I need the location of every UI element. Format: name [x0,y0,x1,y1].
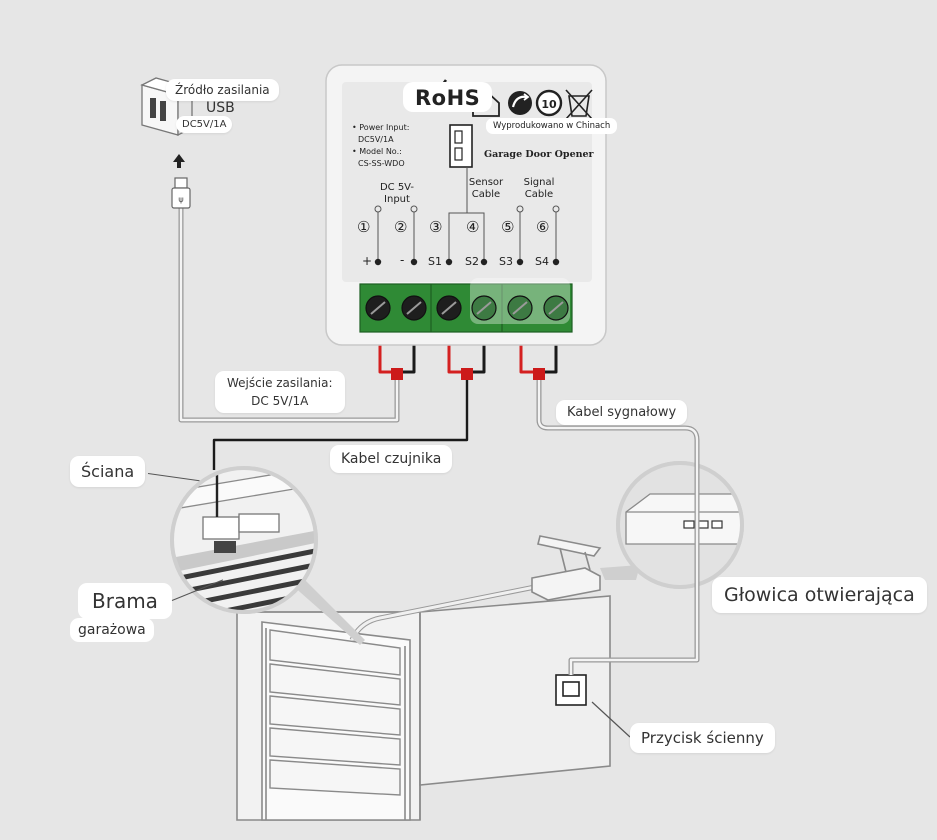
signal-cable-callout: Kabel sygnałowy [556,400,688,425]
usb-callout: USB [206,100,235,116]
terminal-label-s2: S2 [465,255,479,268]
terminal-number-3: ③ [429,218,443,236]
power-input-callout-line-2: DC 5V/1A [251,394,309,408]
terminal-number-2: ② [394,218,408,236]
terminal-label-s3: S3 [499,255,513,268]
terminal-number-1: ① [357,218,371,236]
sensor-cable-callout: Kabel czujnika [330,445,453,473]
garage-door-callout-line-1: Brama [78,583,172,619]
signal-cable-line-1: Signal [523,177,555,188]
garage-door-callout-line-2: garażowa [70,618,154,642]
usb-plug-icon: ψ [171,177,191,209]
opener-terminal-icon [683,520,723,529]
wall-button-callout: Przycisk ścienny [630,723,775,753]
rohs-text: RoHS [415,86,481,110]
terminal-block [359,278,573,333]
signal-cable-line-2: Cable [524,189,554,200]
sensor-cable-line-2: Cable [471,189,501,200]
model-value: CS-SS-WDO [358,159,405,168]
sensor-cable-line-1: Sensor [468,177,504,188]
power-wire-pair [378,333,416,380]
svg-text:10: 10 [541,98,557,111]
wall-button-leader [591,701,631,738]
sensor-wire-pair [447,333,486,380]
usb-spec-callout: DC5V/1A [176,116,233,133]
terminal-screw-slot-3 [441,301,457,315]
rohs-mark: RoHS [403,82,493,112]
controller-module: 10 [325,64,607,346]
signal-cable-label: Signal Cable [520,177,558,201]
terminal-number-5: ⑤ [501,218,515,236]
power-input-callout: Wejście zasilania: DC 5V/1A [215,371,345,413]
product-name: Garage Door Opener [484,149,594,160]
wall-callout: Ściana [70,456,146,487]
eco-10-icon: 10 [535,89,563,117]
opener-head-magnifier [600,461,744,589]
terminal-screw-slot-2 [406,301,422,315]
model-label: • Model No.: [352,147,402,156]
signal-wire-pair [519,333,558,380]
dc-input-line-2: Input [384,194,410,205]
door-sensor-icon [202,516,240,540]
made-in-badge: Wyprodukowano w Chinach [486,118,618,134]
terminal-screws [365,295,569,321]
terminal-screw-slot-6 [548,301,564,315]
power-input-label: • Power Input: [352,123,410,132]
terminal-screw-slot-4 [476,301,492,315]
recycle-icon [508,91,532,115]
terminal-screw-slot-5 [512,301,528,315]
wires [178,205,700,675]
opener-head-callout: Głowica otwierająca [712,577,927,613]
terminal-number-4: ④ [466,218,480,236]
power-input-callout-line-1: Wejście zasilania: [227,376,333,390]
terminal-label-plus: + [362,254,373,268]
terminal-label-s1: S1 [428,255,442,268]
terminal-label-s4: S4 [535,255,549,268]
power-source-callout: Źródło zasilania [166,79,279,101]
power-input-spec: • Power Input: DC5V/1A • Model No.: CS-S… [352,122,409,170]
sensor-cable [212,375,469,470]
relay-icon [449,124,473,168]
opener-motor [531,567,601,601]
power-input-value: DC5V/1A [358,135,394,144]
garage-door-panels [269,629,401,796]
dc-input-label: DC 5V- Input [374,182,420,206]
terminal-label-minus: - [400,253,405,267]
dc-input-line-1: DC 5V- [379,182,415,193]
garage-door-callout: Brama garażowa [70,583,172,642]
terminal-number-6: ⑥ [536,218,550,236]
arrow-up-icon [173,154,185,168]
wall-detail-magnifier [170,466,365,645]
sensor-cable-label: Sensor Cable [468,177,504,201]
made-in-text: Wyprodukowano w Chinach [493,121,611,131]
terminal-screw-slot-1 [370,301,386,315]
svg-text:ψ: ψ [178,195,183,204]
wall-button-icon [555,674,587,706]
